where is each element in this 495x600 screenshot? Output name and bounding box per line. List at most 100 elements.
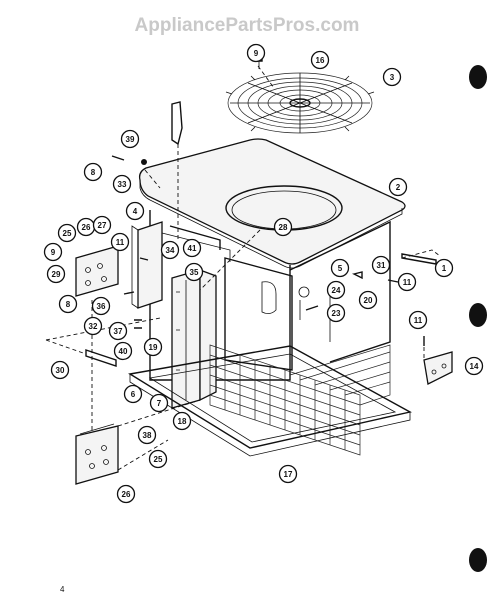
top-panel [138, 138, 406, 269]
callout-balloon [326, 303, 346, 323]
callout-number: 8 [66, 300, 71, 309]
access-panel [75, 423, 119, 485]
binder-hole-top [469, 65, 487, 89]
callout-c19: 19 [143, 337, 163, 357]
callout-number: 27 [98, 221, 107, 230]
callout-balloon [182, 238, 202, 258]
callout-c28: 28 [273, 217, 293, 237]
mounting-bracket-14 [423, 351, 453, 385]
callout-c33: 33 [112, 174, 132, 194]
callout-c2: 2 [388, 177, 408, 197]
callout-balloon [83, 162, 103, 182]
callout-number: 11 [403, 278, 412, 287]
callout-c9a: 9 [246, 43, 266, 63]
callout-balloon [326, 280, 346, 300]
binder-hole-middle [469, 303, 487, 327]
callout-number: 17 [284, 470, 293, 479]
rail-1 [401, 253, 437, 265]
callout-balloon [358, 290, 378, 310]
callout-number: 23 [332, 309, 341, 318]
page-number: 4 [60, 585, 65, 594]
callout-balloon [371, 255, 391, 275]
callout-c1: 1 [434, 258, 454, 278]
callout-number: 38 [143, 431, 152, 440]
bracket-30 [85, 349, 117, 367]
callout-c31: 31 [371, 255, 391, 275]
callout-balloon [108, 321, 128, 341]
callout-balloon [388, 177, 408, 197]
callout-number: 26 [82, 223, 91, 232]
callout-number: 9 [51, 248, 56, 257]
callout-number: 1 [442, 264, 447, 273]
callout-c16: 16 [310, 50, 330, 70]
callout-c9b: 9 [43, 242, 63, 262]
callout-c24: 24 [326, 280, 346, 300]
callout-balloon [125, 201, 145, 221]
callout-balloon [278, 464, 298, 484]
service-panel [75, 245, 119, 297]
callout-c3: 3 [382, 67, 402, 87]
callout-c25b: 25 [148, 449, 168, 469]
callout-number: 18 [178, 417, 187, 426]
callout-balloon [382, 67, 402, 87]
callout-c14: 14 [464, 356, 484, 376]
callout-balloon [408, 310, 428, 330]
callout-balloon [58, 294, 78, 314]
callout-number: 25 [63, 229, 72, 238]
callout-number: 4 [133, 207, 138, 216]
callout-balloon [246, 43, 266, 63]
callout-balloon [91, 296, 111, 316]
callout-balloon [57, 223, 77, 243]
coil-guard [209, 344, 391, 456]
callout-balloon [123, 384, 143, 404]
callout-balloon [116, 484, 136, 504]
callout-c40: 40 [113, 341, 133, 361]
center-partition [171, 269, 217, 409]
callout-balloon [273, 217, 293, 237]
callout-c27: 27 [92, 215, 112, 235]
callout-number: 31 [377, 261, 386, 270]
callout-number: 3 [390, 73, 395, 82]
callout-number: 30 [56, 366, 65, 375]
callout-c23: 23 [326, 303, 346, 323]
binder-holes [469, 65, 487, 572]
callout-number: 9 [254, 49, 259, 58]
callout-balloon [110, 232, 130, 252]
callout-c11a: 11 [110, 232, 130, 252]
callout-number: 25 [154, 455, 163, 464]
callout-balloon [172, 411, 192, 431]
callout-c18: 18 [172, 411, 192, 431]
callout-number: 11 [116, 238, 125, 247]
callout-number: 26 [122, 490, 131, 499]
callout-number: 20 [364, 296, 373, 305]
callout-number: 11 [414, 316, 423, 325]
callout-number: 35 [190, 268, 199, 277]
callout-balloon [46, 264, 66, 284]
callout-number: 37 [114, 327, 123, 336]
callout-number: 16 [316, 56, 325, 65]
callout-number: 2 [396, 183, 401, 192]
callout-c38: 38 [137, 425, 157, 445]
callout-number: 7 [157, 399, 162, 408]
callout-number: 29 [52, 270, 61, 279]
callout-number: 40 [119, 347, 128, 356]
callout-c5: 5 [330, 258, 350, 278]
callout-balloon [92, 215, 112, 235]
callout-c17: 17 [278, 464, 298, 484]
callout-balloon [184, 262, 204, 282]
callout-c26b: 26 [116, 484, 136, 504]
callout-number: 33 [118, 180, 127, 189]
callout-balloon [137, 425, 157, 445]
callout-c11c: 11 [408, 310, 428, 330]
callout-number: 24 [332, 286, 341, 295]
watermark-text: AppliancePartsPros.com [135, 15, 360, 36]
callout-c25a: 25 [57, 223, 77, 243]
cabinet-body [149, 210, 391, 381]
callout-number: 14 [470, 362, 479, 371]
callout-number: 36 [97, 302, 106, 311]
callout-balloon [160, 240, 180, 260]
base-pan [128, 345, 412, 457]
callout-number: 8 [91, 168, 96, 177]
